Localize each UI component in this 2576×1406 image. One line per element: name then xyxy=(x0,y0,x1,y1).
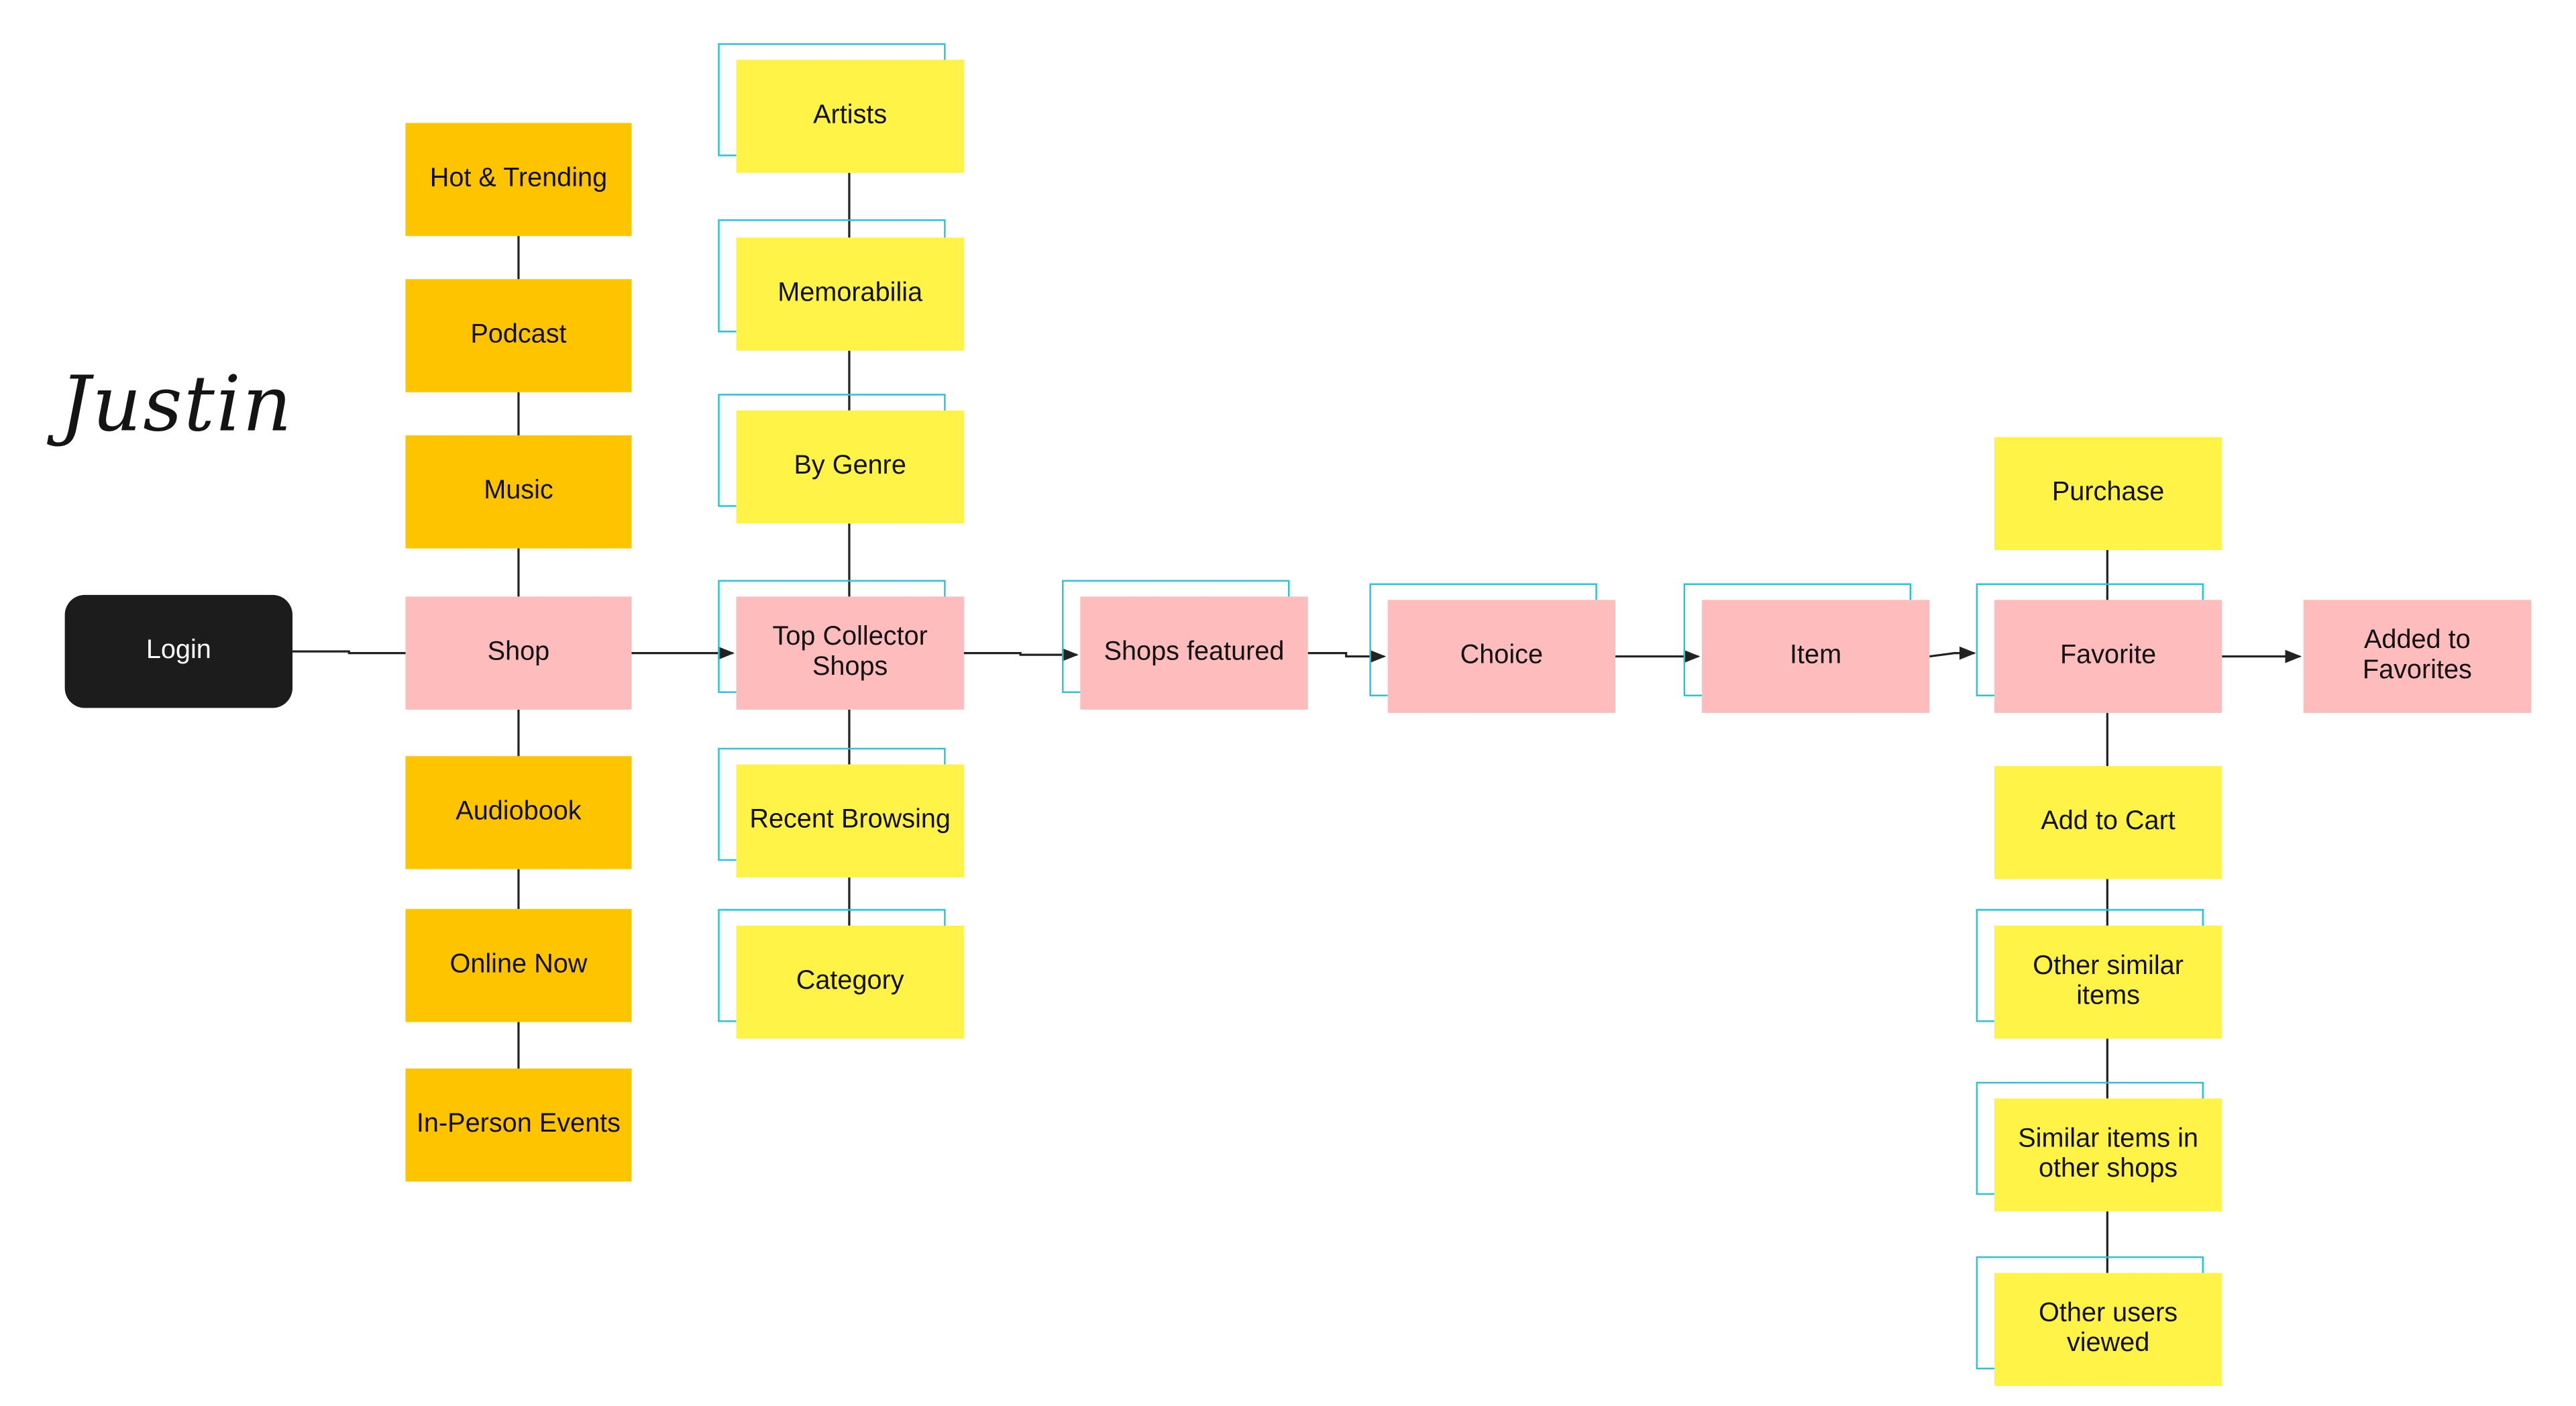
music-label: Music xyxy=(484,477,553,506)
connector-login-shop xyxy=(292,650,406,655)
other-users-viewed-label: Other users viewed xyxy=(2039,1299,2178,1358)
similar-items-other-shops-node[interactable]: Similar items in other shops xyxy=(1994,1098,2222,1212)
author-handwritten-name: Justin xyxy=(60,359,294,449)
added-to-favorites-node[interactable]: Added to Favorites xyxy=(2303,600,2532,713)
artists-node[interactable]: Artists xyxy=(736,60,964,173)
top-collector-shops-node[interactable]: Top Collector Shops xyxy=(736,596,964,710)
shop-label: Shop xyxy=(487,638,550,667)
shops-featured-label: Shops featured xyxy=(1104,638,1285,667)
shop-node[interactable]: Shop xyxy=(405,596,632,710)
arrow-top-featured xyxy=(963,648,1079,662)
favorite-label: Favorite xyxy=(2059,641,2157,670)
add-to-cart-node[interactable]: Add to Cart xyxy=(1994,766,2222,879)
login-node[interactable]: Login xyxy=(64,594,293,708)
category-label: Category xyxy=(796,967,904,995)
music-node[interactable]: Music xyxy=(405,435,632,549)
podcast-label: Podcast xyxy=(470,321,567,349)
category-node[interactable]: Category xyxy=(736,925,964,1039)
online-now-label: Online Now xyxy=(449,951,588,979)
memorabilia-label: Memorabilia xyxy=(777,279,923,308)
add-to-cart-label: Add to Cart xyxy=(2041,808,2176,836)
other-similar-items-label: Other similar items xyxy=(2033,952,2184,1011)
top-collector-shops-label: Top Collector Shops xyxy=(772,623,928,682)
choice-label: Choice xyxy=(1460,641,1544,670)
other-users-viewed-node[interactable]: Other users viewed xyxy=(1994,1273,2222,1387)
similar-items-other-shops-label: Similar items in other shops xyxy=(2018,1125,2198,1183)
item-label: Item xyxy=(1790,641,1842,670)
audiobook-label: Audiobook xyxy=(455,798,582,826)
purchase-node[interactable]: Purchase xyxy=(1994,437,2222,551)
podcast-node[interactable]: Podcast xyxy=(405,279,632,392)
hot-trending-label: Hot & Trending xyxy=(429,164,608,193)
arrow-featured-choice xyxy=(1307,649,1387,663)
login-label: Login xyxy=(146,636,211,665)
choice-node[interactable]: Choice xyxy=(1387,600,1616,713)
in-person-events-label: In-Person Events xyxy=(416,1110,621,1139)
by-genre-node[interactable]: By Genre xyxy=(736,410,964,524)
item-node[interactable]: Item xyxy=(1701,600,1930,713)
recent-browsing-label: Recent Browsing xyxy=(749,806,951,834)
shops-featured-node[interactable]: Shops featured xyxy=(1080,596,1308,710)
hot-trending-node[interactable]: Hot & Trending xyxy=(405,123,632,236)
favorite-node[interactable]: Favorite xyxy=(1994,600,2222,713)
memorabilia-node[interactable]: Memorabilia xyxy=(736,237,964,351)
recent-browsing-node[interactable]: Recent Browsing xyxy=(736,764,964,878)
audiobook-node[interactable]: Audiobook xyxy=(405,756,632,869)
purchase-label: Purchase xyxy=(2051,478,2165,507)
by-genre-label: By Genre xyxy=(794,451,906,480)
artists-label: Artists xyxy=(813,101,888,130)
other-similar-items-node[interactable]: Other similar items xyxy=(1994,925,2222,1039)
added-to-favorites-label: Added to Favorites xyxy=(2362,626,2472,685)
arrow-item-favorite xyxy=(1929,646,1976,660)
online-now-node[interactable]: Online Now xyxy=(405,909,632,1022)
in-person-events-node[interactable]: In-Person Events xyxy=(405,1068,632,1182)
